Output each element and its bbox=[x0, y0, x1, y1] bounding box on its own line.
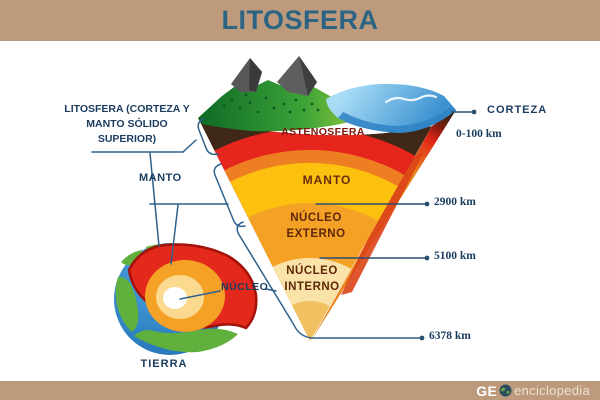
litosfera-link bbox=[182, 139, 197, 153]
header-bar: LITOSFERA bbox=[0, 0, 600, 41]
leader-manto-to-globe bbox=[170, 204, 179, 265]
footer-bar: GE enciclopedia bbox=[0, 381, 600, 400]
leader-nucleo-to-core bbox=[179, 290, 221, 300]
label-depth-6378: 6378 km bbox=[429, 330, 471, 342]
dot-5100 bbox=[424, 255, 430, 261]
layer-tip bbox=[292, 300, 330, 341]
annotation-lines bbox=[91, 118, 421, 339]
globe-icon bbox=[499, 384, 512, 397]
leader-litosfera-to-globe bbox=[149, 152, 160, 247]
litosfera-bracket bbox=[197, 118, 219, 156]
surface-terrain bbox=[198, 56, 456, 133]
dot-corteza bbox=[471, 109, 477, 115]
dimension-lines bbox=[315, 111, 473, 259]
page-title: LITOSFERA bbox=[221, 5, 379, 35]
label-manto: MANTO bbox=[139, 172, 182, 184]
wedge-right-face bbox=[311, 110, 456, 341]
manto-bracket bbox=[213, 163, 246, 228]
nucleo-label-nub bbox=[265, 288, 277, 292]
label-corteza: CORTEZA bbox=[487, 104, 548, 116]
dot-2900 bbox=[424, 201, 430, 207]
layer-label-astenosfera: ASTENOSFERA bbox=[281, 126, 365, 138]
layer-label-manto: MANTO bbox=[302, 173, 352, 187]
brand-enciclopedia: enciclopedia bbox=[514, 383, 590, 398]
globe-core-center bbox=[163, 287, 187, 309]
nucleo-bracket-6378-line bbox=[236, 221, 421, 339]
dimension-dots bbox=[419, 109, 477, 341]
trees bbox=[222, 93, 320, 114]
dot-6378 bbox=[419, 335, 425, 341]
label-nucleo: NÚCLEO bbox=[221, 281, 269, 293]
layer-label-nucleo-externo: NÚCLEO EXTERNO bbox=[286, 212, 346, 240]
label-depth-0-100: 0-100 km bbox=[456, 128, 502, 140]
earth-globe bbox=[114, 243, 258, 355]
label-depth-5100: 5100 km bbox=[434, 250, 476, 262]
brand-ge: GE bbox=[476, 382, 498, 399]
label-tierra: TIERRA bbox=[140, 358, 188, 370]
layer-label-nucleo-interno: NÚCLEO INTERNO bbox=[284, 265, 340, 293]
layer-nucleo-interno bbox=[272, 257, 351, 341]
label-depth-2900: 2900 km bbox=[434, 196, 476, 208]
river bbox=[384, 94, 438, 104]
wedge-front-face bbox=[198, 118, 432, 341]
label-litosfera: LITOSFERA (CORTEZA Y MANTO SÓLIDO SUPERI… bbox=[64, 103, 190, 145]
brand-logo: GE enciclopedia bbox=[476, 384, 590, 398]
